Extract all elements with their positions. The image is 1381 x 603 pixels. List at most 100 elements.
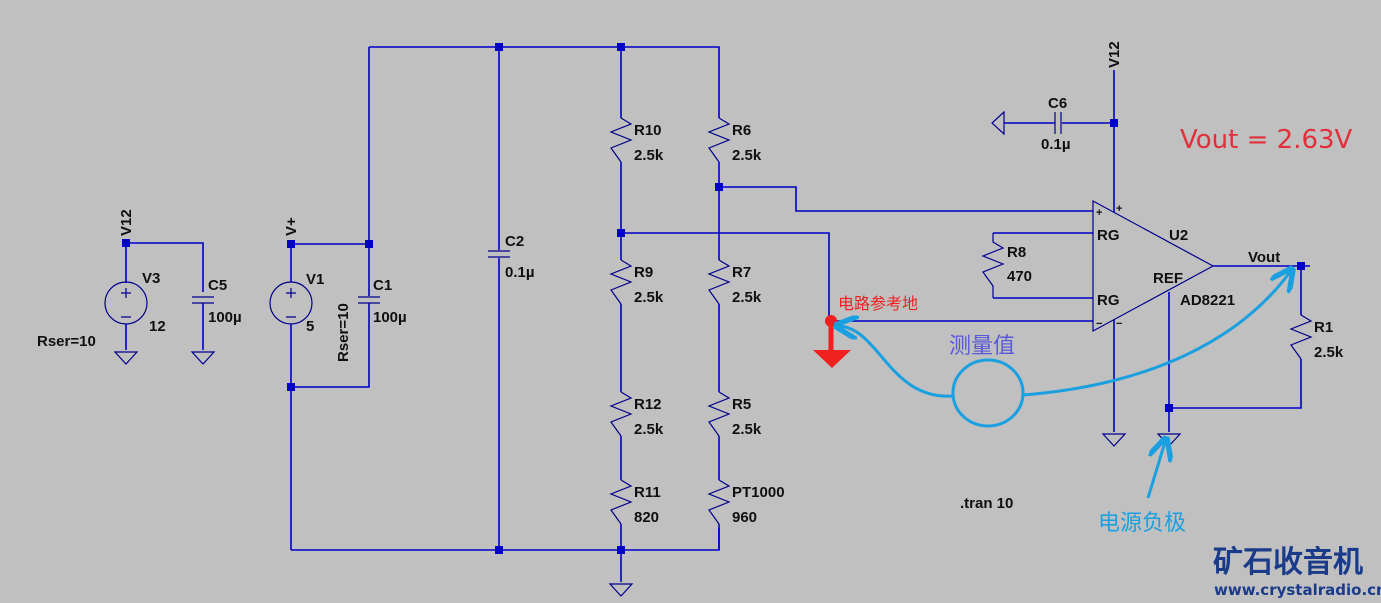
r11-value: 820 (634, 509, 659, 526)
spice-directive[interactable]: .tran 10 (960, 495, 1013, 512)
u2-pin-plus: + (1096, 207, 1102, 219)
r1-value: 2.5k (1314, 344, 1344, 361)
reference-ground-marker: 电路参考地 (813, 294, 918, 368)
resistor-r8-symbol (981, 233, 1005, 298)
polarity-marks (286, 288, 296, 318)
v3-value: 12 (149, 318, 166, 335)
v3-source-group[interactable]: V12 V3 12 Rser=10 C5 100µ (37, 209, 242, 365)
c2-value: 0.1µ (505, 264, 535, 281)
c1-value: 100µ (373, 309, 407, 326)
net-label-vout: Vout (1248, 249, 1280, 266)
resistor-r1-symbol (1289, 314, 1313, 360)
c6-decoupling-group[interactable]: V12 C6 0.1µ (991, 41, 1123, 212)
bottom-rail-wire (291, 528, 720, 551)
pt1000-value: 960 (732, 509, 757, 526)
capacitor-symbol (1054, 112, 1062, 134)
u2-pin-rg2: RG (1097, 292, 1120, 309)
c6-name: C6 (1048, 95, 1067, 112)
ground-icon (1101, 433, 1127, 447)
r5-name: R5 (732, 396, 751, 413)
net-label-vplus: V+ (283, 217, 300, 236)
u2-pin-ref: REF (1153, 270, 1183, 287)
net-label-v12-right: V12 (1106, 41, 1123, 68)
v3-name: V3 (142, 270, 160, 287)
plus-input-wire (719, 186, 1093, 212)
measured-value-label: 测量值 (949, 334, 1015, 359)
r1-name: R1 (1314, 319, 1333, 336)
u2-pin-vs-minus: − (1116, 318, 1122, 330)
watermark-url: www.crystalradio.cn (1214, 581, 1381, 599)
ground-icon (608, 583, 634, 597)
ground-icon (190, 351, 216, 365)
r10-value: 2.5k (634, 147, 664, 164)
polarity-marks (121, 288, 131, 318)
u2-name: U2 (1169, 227, 1188, 244)
r11-name: R11 (634, 484, 661, 501)
c5-value: 100µ (208, 309, 242, 326)
r9-name: R9 (634, 264, 653, 281)
u2-pin-rg1: RG (1097, 227, 1120, 244)
watermark: 矿石收音机 www.crystalradio.cn (1213, 545, 1381, 599)
r7-name: R7 (732, 264, 751, 281)
resistor-r7-symbol (707, 259, 731, 305)
r8-name: R8 (1007, 244, 1026, 261)
wire (291, 303, 370, 388)
v1-value: 5 (306, 318, 314, 335)
r12-name: R12 (634, 396, 662, 413)
capacitor-symbol (358, 296, 380, 304)
r9-value: 2.5k (634, 289, 664, 306)
capacitor-symbol (192, 296, 214, 304)
reference-ground-icon (813, 350, 851, 368)
u2-part: AD8221 (1180, 292, 1235, 309)
u2-pin-minus: − (1096, 318, 1102, 330)
u2-ad8221-amplifier[interactable]: + + − − RG RG REF U2 AD8221 (1092, 199, 1235, 447)
right-bridge-branch[interactable]: R6 2.5k R7 2.5k R5 2.5k PT1000 960 (707, 117, 785, 550)
ground-icon (1156, 433, 1182, 447)
v3-rser: Rser=10 (37, 333, 96, 350)
meter-circle-icon (951, 358, 1025, 428)
supply-negative-annotation: 电源负极 (1098, 442, 1186, 536)
junction (122, 239, 130, 247)
r5-value: 2.5k (732, 421, 762, 438)
capacitor-symbol (488, 250, 510, 258)
vout-result-note: Vout = 2.63V (1180, 125, 1353, 155)
c2-capacitor[interactable]: C2 0.1µ (488, 47, 535, 550)
resistor-r6-symbol (707, 117, 731, 163)
r12-value: 2.5k (634, 421, 664, 438)
v1-rser: Rser=10 (335, 303, 352, 362)
resistor-r10-symbol (609, 117, 633, 163)
r8-value: 470 (1007, 268, 1032, 285)
resistor-r9-symbol (609, 259, 633, 305)
watermark-logo-text: 矿石收音机 (1213, 545, 1363, 580)
r6-name: R6 (732, 122, 751, 139)
resistor-r11-symbol (609, 479, 633, 525)
left-bridge-branch[interactable]: R10 2.5k R9 2.5k R12 2.5k R11 820 (609, 47, 664, 550)
ground-icon (113, 351, 139, 365)
junction (287, 240, 295, 248)
r8-gain-resistor[interactable]: R8 470 (981, 232, 1093, 299)
c2-name: C2 (505, 233, 524, 250)
pt1000-sensor-symbol (707, 479, 731, 525)
v1-source-group[interactable]: V+ V1 5 Rser=10 C1 100µ (269, 47, 407, 550)
u2-pin-vs-plus: + (1116, 203, 1122, 215)
arrow-to-reference (840, 326, 954, 398)
net-label-v12: V12 (118, 209, 135, 236)
v1-name: V1 (306, 271, 324, 288)
c1-name: C1 (373, 277, 392, 294)
c6-value: 0.1µ (1041, 136, 1071, 153)
resistor-r5-symbol (707, 391, 731, 437)
pt1000-name: PT1000 (732, 484, 785, 501)
r7-value: 2.5k (732, 289, 762, 306)
in-amp-triangle (1092, 199, 1215, 333)
ground-icon (991, 110, 1005, 136)
r6-value: 2.5k (732, 147, 762, 164)
measurement-annotation: 测量值 (840, 272, 1290, 428)
arrow-to-vout (1022, 272, 1290, 397)
output-load-group[interactable]: Vout R1 2.5k (1169, 249, 1344, 409)
c5-name: C5 (208, 277, 227, 294)
supply-negative-label: 电源负极 (1098, 511, 1186, 536)
wire (993, 232, 1093, 299)
wire (1169, 359, 1302, 409)
top-rail-wire (369, 46, 720, 118)
